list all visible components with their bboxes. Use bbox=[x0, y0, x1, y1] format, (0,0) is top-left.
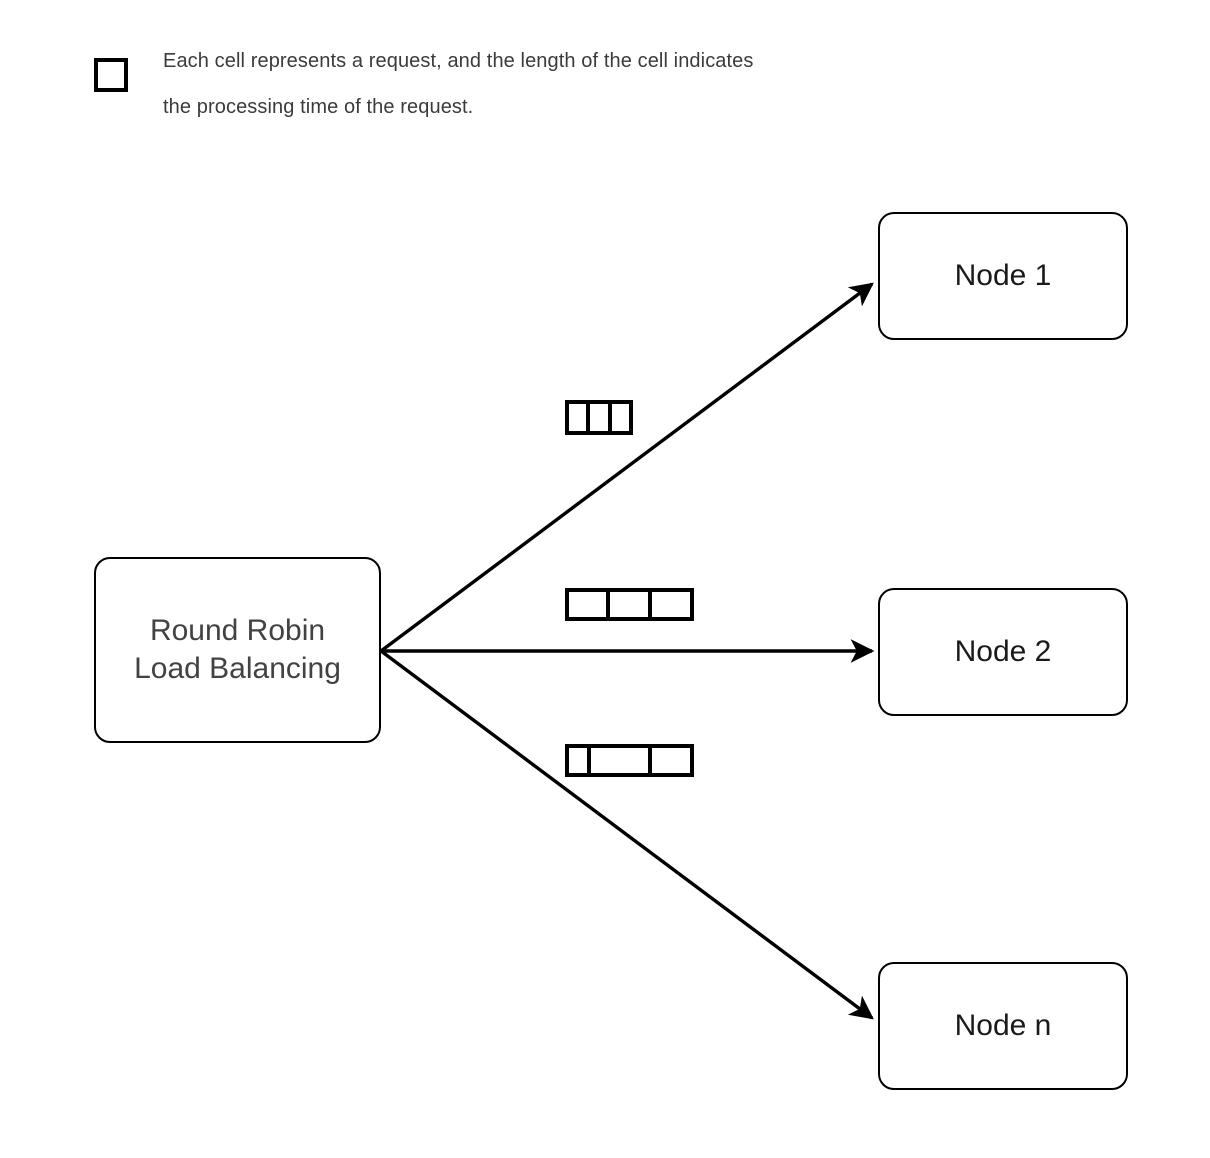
request-cell bbox=[652, 748, 690, 773]
request-cell bbox=[591, 748, 653, 773]
request-cell bbox=[590, 404, 612, 431]
empty-cell-swatch-icon bbox=[94, 58, 128, 92]
request-queue-node-2 bbox=[565, 588, 694, 621]
node-node-n[interactable]: Node n bbox=[878, 962, 1128, 1090]
request-cell bbox=[611, 404, 629, 431]
request-cell bbox=[569, 748, 592, 773]
request-cell bbox=[569, 404, 591, 431]
legend-caption: Each cell represents a request, and the … bbox=[163, 50, 754, 118]
node-label: Node 1 bbox=[954, 258, 1052, 292]
arrow-to-node-n bbox=[379, 649, 874, 1020]
request-queue-node-1 bbox=[565, 400, 633, 435]
node-node-1[interactable]: Node 1 bbox=[878, 212, 1128, 340]
node-node-2[interactable]: Node 2 bbox=[878, 588, 1128, 716]
request-cell bbox=[569, 592, 611, 617]
node-label: Round Robin Load Balancing bbox=[134, 613, 341, 685]
node-label: Node 2 bbox=[954, 634, 1052, 668]
node-round-robin-load-balancing[interactable]: Round Robin Load Balancing bbox=[94, 557, 381, 743]
request-cell bbox=[651, 592, 691, 617]
request-queue-node-n bbox=[565, 744, 694, 777]
request-cell bbox=[610, 592, 652, 617]
node-label: Node n bbox=[954, 1008, 1052, 1042]
